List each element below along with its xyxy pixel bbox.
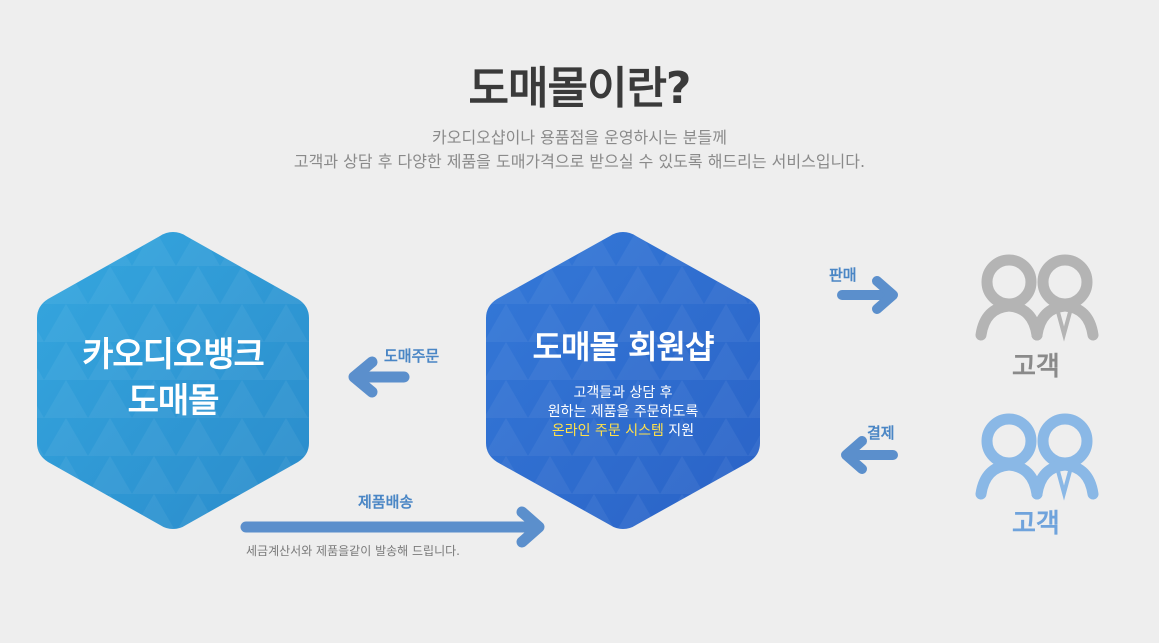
customer-label-bottom: 고객 — [1012, 509, 1060, 539]
page-subtitle: 카오디오샵이나 용품점을 운영하시는 분들께 고객과 상담 후 다양한 제품을 … — [0, 126, 1159, 174]
customer-label-top: 고객 — [1012, 352, 1060, 382]
member-shop-desc-line-3: 온라인 주문 시스템 지원 — [486, 422, 760, 441]
customer-group-icon — [975, 413, 1099, 501]
customer-group-icon — [975, 254, 1099, 342]
wholesaler-hexagon — [37, 232, 309, 529]
arrow-left-icon — [841, 436, 898, 474]
subtitle-line-1: 카오디오샵이나 용품점을 운영하시는 분들께 — [432, 128, 727, 147]
member-shop-desc-line-1: 고객들과 상담 후 — [573, 385, 673, 401]
subtitle-line-2: 고객과 상담 후 다양한 제품을 도매가격으로 받으실 수 있도록 해드리는 서… — [293, 152, 866, 171]
payment-label: 결제 — [867, 424, 895, 442]
arrow-left-icon — [348, 356, 410, 398]
arrow-right-icon — [240, 506, 545, 548]
member-shop-title: 도매몰 회원샵 — [532, 328, 715, 366]
arrow-right-icon — [837, 276, 898, 314]
wholesaler-label: 카오디오뱅크 도매몰 — [37, 332, 309, 424]
delivery-note: 세금계산서와 제품을같이 발송해 드립니다. — [246, 544, 460, 558]
member-shop-hexagon — [486, 232, 760, 529]
online-order-highlight: 온라인 주문 시스템 — [551, 423, 664, 439]
page-title: 도매몰이란? — [468, 63, 692, 114]
sale-label: 판매 — [829, 266, 857, 284]
wholesaler-line-1: 카오디오뱅크 — [82, 335, 265, 375]
wholesaler-line-2: 도매몰 — [127, 381, 220, 421]
delivery-label: 제품배송 — [358, 493, 414, 511]
member-shop-description: 고객들과 상담 후 원하는 제품을 주문하도록 온라인 주문 시스템 지원 — [486, 384, 760, 441]
member-shop-desc-line-2: 원하는 제품을 주문하도록 — [547, 404, 699, 420]
order-label: 도매주문 — [384, 347, 440, 365]
member-shop-desc-suffix: 지원 — [663, 423, 695, 439]
